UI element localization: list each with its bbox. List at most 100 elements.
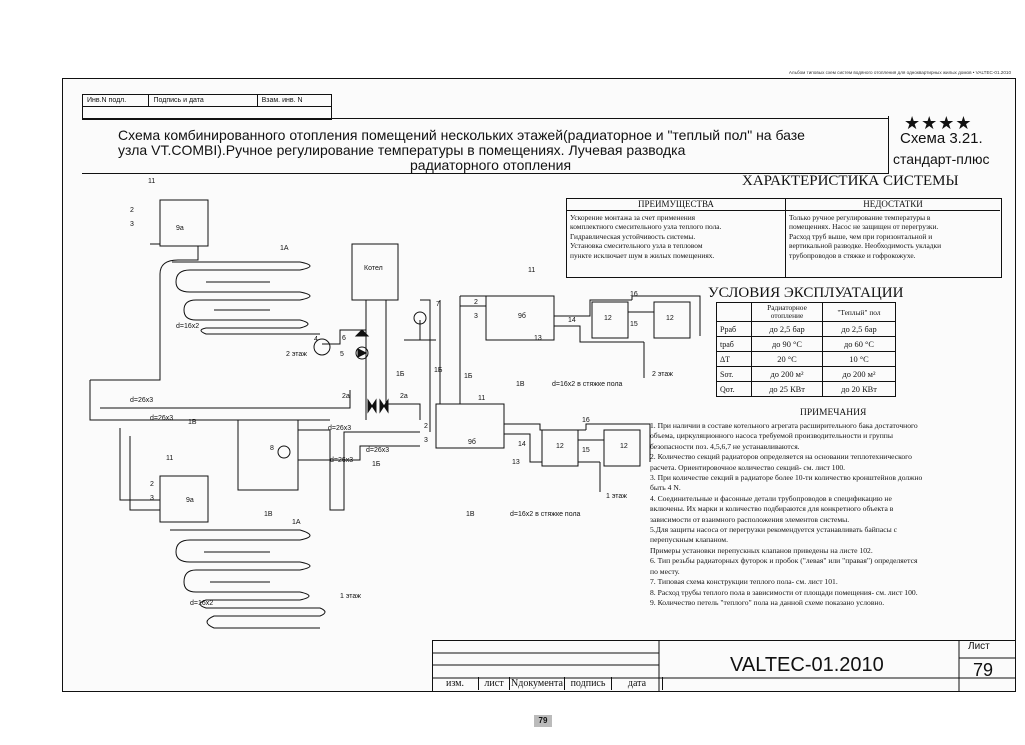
note-line: 4. Соединительные и фасонные детали труб… (650, 493, 892, 503)
inv-label: Инв.N подл. (83, 95, 150, 106)
disadvantage-item: помещениях. Насос не защищен от перегруз… (789, 222, 939, 232)
replace-label: Взам. инв. N (261, 97, 303, 104)
label-pos-12-d: 12 (620, 443, 628, 450)
title-line-3: радиаторного отопления (410, 157, 572, 173)
note-line: объема, циркуляционного насоса требуемой… (650, 431, 893, 441)
advantage-item: Гидравлическая устойчивость системы. (570, 231, 696, 241)
note-line: 3. При количестве секций в радиаторе бол… (650, 473, 923, 483)
pipe-d26-combi-3: d=26x3 (330, 457, 353, 464)
note-line: 8. Расход трубы теплого пола в зависимос… (650, 587, 918, 597)
rating-stars-icon: ★★★★ (904, 113, 973, 133)
note-line: 6. Тип резьбы радиаторных футорок и проб… (650, 556, 918, 566)
note-line: расчета. Ориентировочное количество секц… (650, 462, 846, 472)
col-sheet: лист (479, 677, 510, 690)
pipe-d16-lower: d=16x2 (190, 600, 213, 607)
label-pos-12-c: 12 (556, 443, 564, 450)
label-pos-14-lower: 14 (518, 441, 526, 448)
label-pos-1a-lower: 1A (292, 519, 301, 526)
label-pos-3-lower-rad: 3 (424, 437, 428, 444)
label-pos-2-lower-rad: 2 (424, 423, 428, 430)
label-pos-13-lower: 13 (512, 459, 520, 466)
label-pos-11: 11 (148, 178, 155, 185)
characteristics-title: ХАРАКТЕРИСТИКА СИСТЕМЫ (742, 173, 959, 189)
notes-title: ПРИМЕЧАНИЯ (800, 408, 867, 418)
note-line: зависимости от взаимного расположения эл… (650, 514, 850, 524)
pipe-d26-combi-1: d=26x3 (328, 425, 351, 432)
label-pos-1b-lower-rad: 1В (466, 511, 475, 518)
note-line: включены. Их марки и количество подбираю… (650, 504, 894, 514)
sign-label: Подпись и дата (149, 95, 258, 106)
label-pos-1v-3: 1Б (464, 373, 473, 380)
note-line: 5.Для защиты насоса от перегрузки рекоме… (650, 525, 897, 535)
label-pos-1v: 1Б (396, 371, 405, 378)
advantages-table: ПРЕИМУЩЕСТВА Ускорение монтажа за счет п… (566, 198, 1002, 278)
col-date: дата (612, 677, 663, 690)
col-sign: подпись (565, 677, 612, 690)
conditions-title: УСЛОВИЯ ЭКСПЛУАТАЦИИ (708, 285, 904, 301)
scheme-number: Схема 3.21. (900, 130, 983, 147)
col-docnum: Nдокумента (510, 677, 565, 690)
label-pos-1v-4: 1Б (372, 461, 381, 468)
approval-stamp: Инв.N подл. Подпись и дата Взам. инв. N (82, 94, 332, 120)
title-block (432, 640, 1015, 691)
label-pos-9a-lower: 9а (186, 497, 194, 504)
label-pos-3-rad: 3 (474, 313, 478, 320)
page-number: 79 (534, 715, 552, 727)
label-pos-6: 6 (342, 335, 346, 342)
floor-1-label: 1 этаж (340, 593, 361, 600)
pipe-screed-lower: d=16x2 в стяжке пола (510, 511, 581, 518)
label-pos-12-b: 12 (666, 315, 674, 322)
title-line-2: узла VT.COMBI).Ручное регулирование темп… (118, 142, 686, 158)
note-line: 7. Типовая схема конструкции теплого пол… (650, 577, 838, 587)
sheet-label: Лист (968, 641, 990, 652)
pipe-d26-combi-2: d=26x3 (366, 447, 389, 454)
document-code: VALTEC-01.2010 (730, 654, 884, 676)
note-line: перепускным клапаном. (650, 535, 728, 545)
conditions-table: Радиаторное отопление "Теплый" пол Pраб … (716, 302, 896, 397)
label-pos-2-lower: 2 (150, 481, 154, 488)
note-line: безопасности поз. 4,5,6,7 не устанавлива… (650, 441, 800, 451)
scheme-title: Схема комбинированного отопления помещен… (118, 128, 838, 173)
label-pos-9b-lower: 9б (468, 438, 476, 446)
label-pos-3-lower: 3 (150, 495, 154, 502)
disadvantage-item: Расход труб выше, чем при горизонтальной… (789, 231, 933, 241)
advantage-item: Установка смесительного узла в тепловом (570, 241, 703, 251)
label-pos-11-upper-rad: 11 (528, 267, 535, 274)
scheme-box (888, 116, 1015, 172)
note-line: Примеры установки перепускных клапанов п… (650, 545, 873, 555)
album-note: Альбом типовых схем систем водяного отоп… (788, 70, 1011, 75)
label-pos-9a: 9а (176, 225, 184, 232)
floor-2-label: 2 этаж (286, 351, 307, 358)
notes-list: 1. При наличии в составе котельного агре… (650, 421, 1010, 608)
pipe-d26-branch: d=26x3 (150, 415, 173, 422)
col-change: изм. (432, 677, 479, 690)
disadvantage-item: трубопроводов в стяжке и гофрокожухе. (789, 250, 916, 260)
title-block-grid (433, 641, 1015, 691)
note-line: по месту. (650, 566, 680, 576)
conditions-value: до 20 КВт (822, 381, 896, 397)
floor-1-rad-label: 1 этаж (606, 493, 627, 500)
label-pos-1b-lower: 1В (264, 511, 273, 518)
note-line: 1. При наличии в составе котельного агре… (650, 421, 918, 430)
note-line: 2. Количество секций радиаторов определя… (650, 452, 912, 462)
pipe-d16-upper: d=16x2 (176, 323, 199, 330)
label-pos-8: 8 (270, 445, 274, 452)
note-line: 9. Количество петель "теплого" пола на д… (650, 597, 885, 607)
label-pos-16: 16 (630, 291, 638, 298)
revision-row: изм. лист Nдокумента подпись дата (432, 677, 663, 690)
sheet-number: 79 (973, 660, 994, 680)
label-pos-2a-right: 2а (400, 393, 408, 400)
disadvantages-header: НЕДОСТАТКИ (786, 199, 1000, 211)
label-pos-1v-2: 1Б (434, 367, 443, 374)
label-pos-1b: 1В (188, 419, 197, 426)
advantage-item: пункте исключает шум в жилых помещениях. (570, 250, 715, 260)
label-pos-16-lower: 16 (582, 417, 590, 424)
label-pos-12-a: 12 (604, 315, 612, 322)
label-pos-15-lower: 15 (582, 447, 590, 454)
pipe-d26-main: d=26x3 (130, 397, 153, 404)
disadvantage-item: вертикальной разводке. Необходимость укл… (789, 241, 942, 251)
label-pos-9b: 9б (518, 312, 526, 320)
advantage-item: комплектного смесительного узла теплого … (570, 222, 722, 232)
label-pos-1b-rad: 1В (516, 381, 525, 388)
